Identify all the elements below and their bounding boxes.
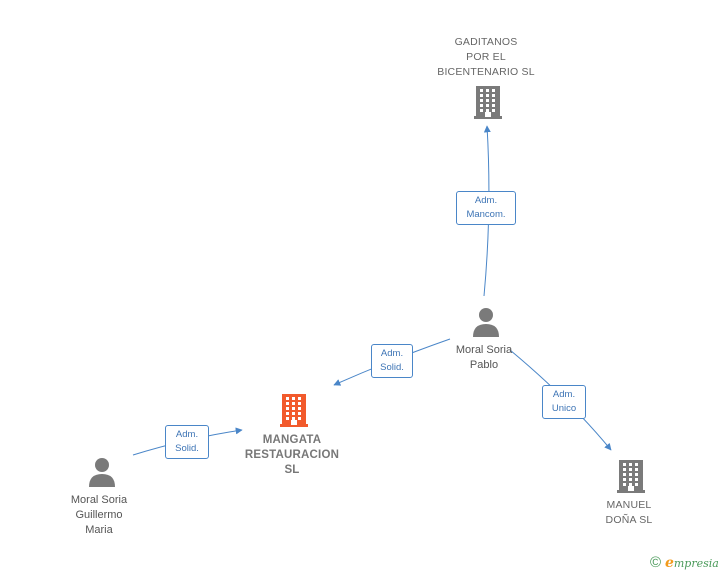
person-icon [89,458,115,487]
relation-adm-solid-pablo[interactable]: Adm. Solid. [371,344,413,378]
node-label-gaditanos[interactable]: GADITANOS POR EL BICENTENARIO SL [437,36,535,78]
node-label-mangata[interactable]: MANGATA RESTAURACION SL [244,434,340,476]
copyright-icon: © [650,554,662,571]
person-icon [473,308,499,337]
relation-adm-mancom[interactable]: Adm. Mancom. [456,191,516,225]
node-label-moral-soria-pablo[interactable]: Moral Soria Pablo [455,344,513,371]
node-label-manuel-dona[interactable]: MANUEL DOÑA SL [605,499,653,526]
building-icon [617,460,645,493]
building-icon [474,86,502,119]
empresia-logo: © empresia [650,554,719,571]
building-icon [280,394,308,427]
relation-adm-solid-guillermo[interactable]: Adm. Solid. [165,425,209,459]
relation-adm-unico[interactable]: Adm. Unico [542,385,586,419]
node-label-moral-soria-guillermo[interactable]: Moral Soria Guillermo Maria [70,494,128,536]
